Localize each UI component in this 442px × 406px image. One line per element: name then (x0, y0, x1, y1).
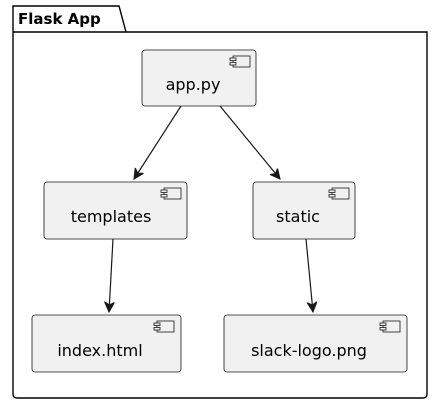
component-box[interactable] (141, 49, 257, 107)
component-label: static (276, 207, 320, 226)
component-label: app.py (166, 75, 221, 94)
component-templates[interactable]: templates (43, 181, 188, 240)
component-box[interactable] (43, 181, 188, 240)
component-label: index.html (57, 341, 142, 360)
component-icon (379, 320, 401, 333)
component-slack-logo[interactable]: slack-logo.png (223, 314, 408, 373)
component-label: templates (71, 207, 152, 226)
component-box[interactable] (31, 314, 182, 373)
component-app[interactable]: app.py (141, 49, 257, 107)
component-icon (160, 187, 182, 200)
component-icon (153, 320, 175, 333)
component-static[interactable]: static (252, 181, 356, 240)
component-box[interactable] (223, 314, 408, 373)
component-label: slack-logo.png (251, 341, 367, 360)
edge-app-templates (134, 105, 182, 179)
component-index[interactable]: index.html (31, 314, 182, 373)
package-flask-app: Flask App (12, 5, 428, 399)
component-icon (328, 187, 350, 200)
edges (109, 105, 313, 312)
package-title: Flask App (18, 10, 101, 28)
package-frame (12, 5, 428, 399)
component-icon (229, 55, 251, 68)
edge-static-slack (305, 238, 313, 312)
edge-app-static (219, 105, 280, 179)
edge-templates-index (109, 238, 113, 312)
